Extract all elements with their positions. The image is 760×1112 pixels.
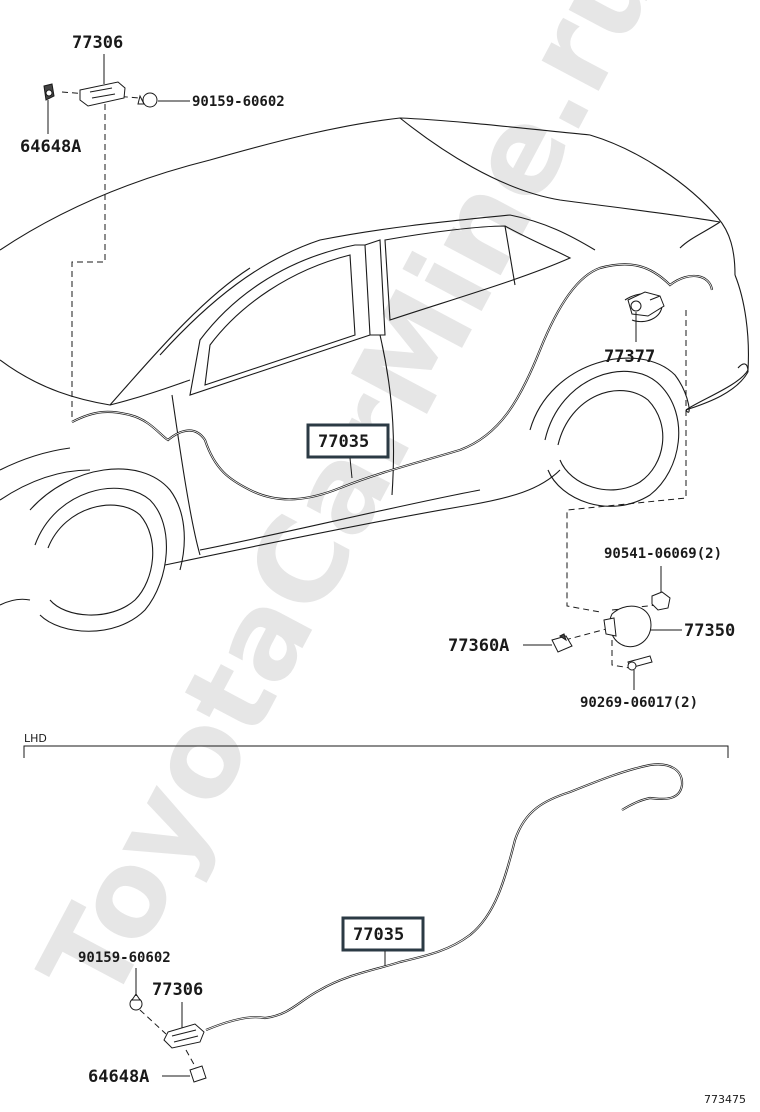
highlight-box-77035-bottom [341,916,425,952]
cable-top [71,263,714,501]
watermark-text: ToyotaCarMine.ru [13,0,686,1023]
highlight-box-77035-top [306,423,390,459]
cable-lhd [205,763,684,1032]
label-64648A-bottom: 64648A [88,1067,149,1087]
housing-77377 [627,291,665,317]
dashed-leader-screw [139,1009,167,1035]
label-77350: 77350 [684,621,735,641]
label-77306-top: 77306 [72,33,123,53]
screw-90269 [627,655,653,671]
car-body-outline [0,117,749,632]
lever-77306-top [79,81,126,107]
spring-77360A [551,633,573,653]
fuel-door-77350 [603,605,652,648]
nut-90541 [651,591,671,611]
label-90269: 90269-06017(2) [580,695,698,711]
dashed-leader-clip [185,1049,197,1069]
label-90159-top: 90159-60602 [192,94,285,110]
screw-90159-bottom [129,993,143,1011]
section-label-lhd: LHD [24,732,47,745]
label-77035-bottom: 77035 [353,925,404,945]
label-77306-bottom: 77306 [152,980,203,1000]
figure-number: 773475 [704,1093,746,1106]
section-bracket [23,745,729,758]
label-90159-bottom: 90159-60602 [78,950,171,966]
label-64648A-top: 64648A [20,137,81,157]
label-77377: 77377 [604,347,655,367]
label-90541: 90541-06069(2) [604,546,722,562]
lever-77306-bottom [163,1023,205,1049]
clip-64648A-top [43,83,55,101]
label-77360A: 77360A [448,636,509,656]
label-77035-top: 77035 [318,432,369,452]
screw-90159-top [137,92,158,108]
clip-64648A-bottom [189,1065,207,1083]
